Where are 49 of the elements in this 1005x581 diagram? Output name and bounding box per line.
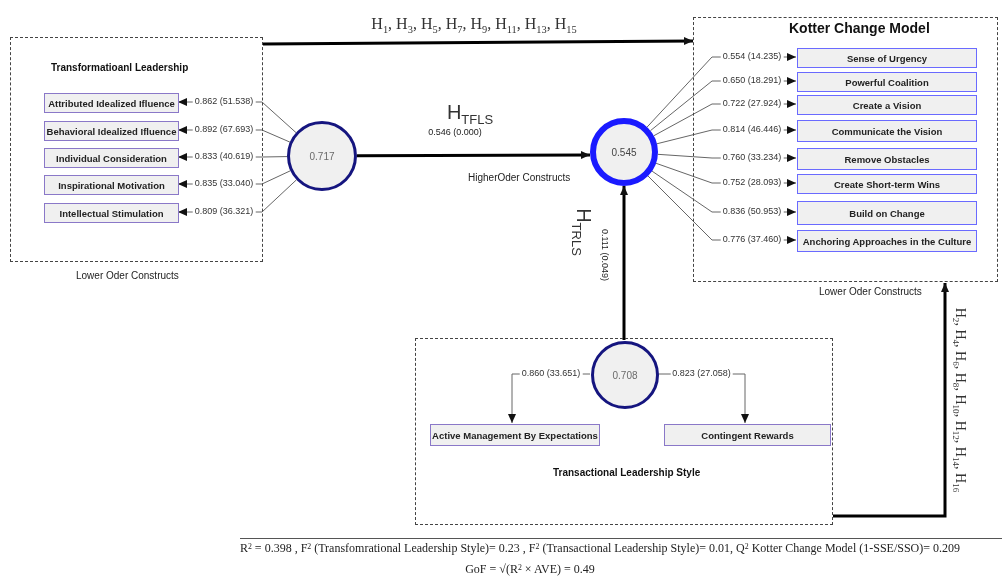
group-title: Transactional Leadership Style [553, 467, 701, 478]
indicator-box: Create a Vision [797, 95, 977, 115]
indicator-box: Inspirational Motivation [44, 175, 179, 195]
edge-label: 0.752 (28.093) [720, 178, 784, 188]
edge-label: 0.776 (37.460) [720, 235, 784, 245]
path-coefficient: 0.546 (0.000) [428, 128, 482, 138]
indicator-box: Intellectual Stimulation [44, 203, 179, 223]
edge-label: 0.835 (33.040) [192, 179, 256, 189]
edge-label: 0.823 (27.058) [670, 369, 733, 379]
node-label: Lower Oder Constructs [76, 270, 179, 281]
edge-label: 0.650 (18.291) [720, 76, 784, 86]
edge-label: 0.860 (33.651) [519, 369, 583, 379]
arrow [620, 186, 628, 340]
path-coefficient: 0.111 (0.049) [599, 228, 609, 282]
fit-statistic: R$^{2}$ = 0.398 , F$^{2}$ (Transfomrational Leadership Style)= 0.23 , F$^{2}$ (Transactional Leadership Style)= 0.01, Q$^{2}$ Kotter Change Model (1-SSE/SSO)= 0.209 [239, 542, 961, 556]
indicator-box: Powerful Coalition [797, 72, 977, 92]
edge-label: 0.809 (36.321) [192, 207, 256, 217]
arrow [833, 283, 949, 518]
latent-variable-circle: 0.717 [287, 121, 357, 191]
indicator-box: Sense of Urgency [797, 48, 977, 68]
indicator-box: Communicate the Vision [797, 120, 977, 142]
edge-label: 0.892 (67.693) [192, 125, 256, 135]
group-title: Transformatioanl Leadership [51, 62, 189, 73]
indicator-box: Contingent Rewards [664, 424, 831, 446]
edge-label: 0.722 (27.924) [720, 99, 784, 109]
indicator-box: Remove Obstacles [797, 148, 977, 170]
construct-group [415, 338, 833, 525]
latent-variable-circle: 0.708 [591, 341, 659, 409]
edge-label: H$_{1}$, H$_{3}$, H$_{5}$, H$_{7}$, H$_{9}$, H$_{11}$, H$_{13}$, H$_{15}$ [369, 15, 579, 33]
node-label: Lower Oder Constructs [819, 286, 922, 297]
indicator-box: Build on Change [797, 201, 977, 225]
indicator-box: Active Management By Expectations [430, 424, 600, 446]
group-title: Kotter Change Model [789, 20, 930, 36]
indicator-box: Attributed Idealized Ifluence [44, 93, 179, 113]
indicator-box: Create Short-term Wins [797, 174, 977, 194]
indicator-box: Behavioral Idealized Ifluence [44, 121, 179, 141]
node-label: HigherOder Constructs [468, 172, 571, 183]
arrow [357, 151, 590, 160]
indicator-box: Anchoring Approaches in the Culture [797, 230, 977, 252]
fit-statistic: GoF = √(R$^{2}$ × AVE) = 0.49 [465, 563, 595, 577]
arrow [263, 37, 693, 46]
latent-variable-circle: 0.545 [590, 118, 658, 186]
edge-label: 0.862 (51.538) [192, 97, 256, 107]
edge-label: 0.833 (40.619) [192, 152, 256, 162]
edge-label: 0.760 (33.234) [720, 153, 784, 163]
edge-label: 0.814 (46.446) [720, 125, 784, 135]
edge-label: 0.836 (50.953) [720, 207, 784, 217]
edge-label: 0.554 (14.235) [720, 52, 784, 62]
indicator-box: Individual Consideration [44, 148, 179, 168]
